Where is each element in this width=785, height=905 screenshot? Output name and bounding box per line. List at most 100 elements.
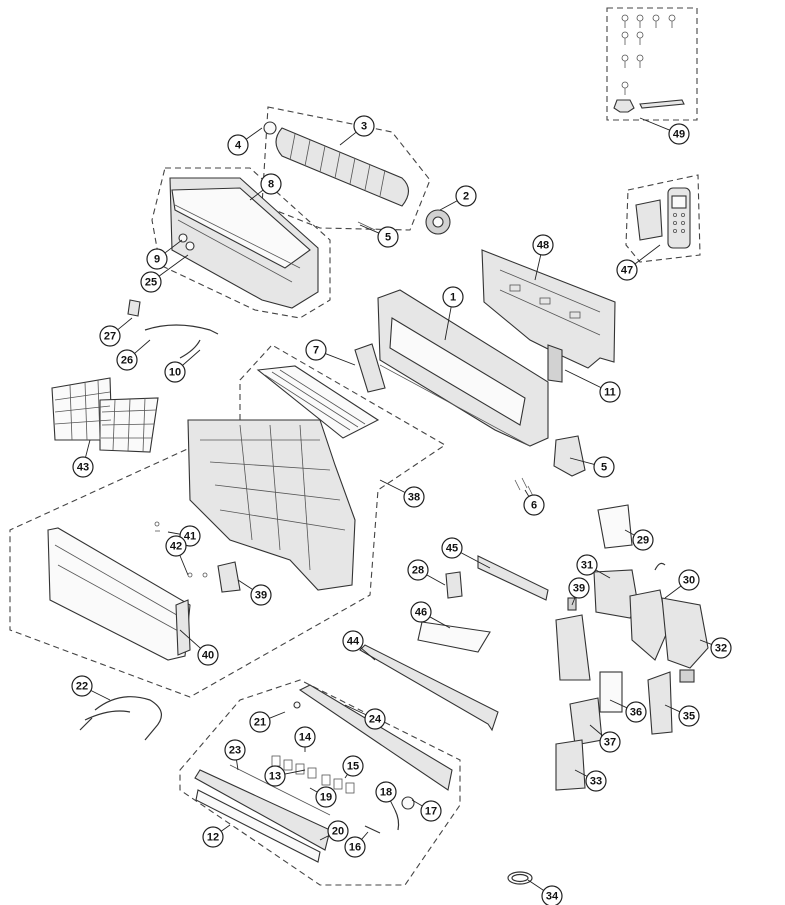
callout-number: 36 [630, 707, 642, 719]
leader-line [269, 711, 286, 719]
callout-43: 43 [72, 439, 94, 478]
callout-circle [342, 630, 364, 652]
callout-circle [407, 559, 429, 581]
callout-number: 13 [269, 771, 281, 783]
callout-circle [410, 601, 432, 623]
callout-21: 21 [249, 711, 286, 733]
callout-number: 37 [604, 737, 616, 749]
callout-number: 45 [446, 543, 458, 555]
leader-line [574, 769, 588, 777]
callout-45: 45 [441, 537, 491, 569]
callout-circle [165, 535, 187, 557]
leader-line [589, 724, 603, 736]
callout-39: 39 [568, 577, 590, 606]
leader-line [524, 489, 530, 497]
callout-24: 24 [344, 704, 386, 730]
callout-48: 48 [532, 234, 554, 281]
callout-number: 7 [313, 345, 319, 357]
callout-circle [568, 577, 590, 599]
callout-number: 24 [369, 714, 382, 726]
callout-circle [315, 786, 337, 808]
front-grille [47, 521, 241, 661]
leader-line [179, 555, 189, 576]
leader-line [429, 616, 451, 629]
leader-line [179, 629, 201, 649]
callout-number: 2 [463, 191, 469, 203]
callout-3: 3 [339, 115, 375, 146]
callout-18: 18 [375, 781, 397, 811]
leader-line [158, 254, 189, 277]
leader-line [249, 189, 264, 201]
callout-number: 4 [235, 140, 242, 152]
leader-line [319, 835, 330, 841]
louver-assembly [194, 684, 453, 863]
leader-line [164, 239, 183, 254]
callout-8: 8 [249, 173, 282, 201]
callout-number: 25 [145, 277, 157, 289]
callout-number: 15 [347, 761, 359, 773]
leader-line [220, 824, 231, 832]
callout-number: 47 [621, 265, 633, 277]
callout-number: 29 [637, 535, 649, 547]
air-filters [51, 377, 159, 453]
callout-circle [441, 537, 463, 559]
power-cable [79, 696, 162, 741]
callout-39: 39 [237, 579, 272, 606]
callout-circle [593, 456, 615, 478]
leader-line [569, 457, 595, 465]
callout-circle [632, 529, 654, 551]
callout-number: 39 [573, 583, 585, 595]
callout-12: 12 [202, 824, 231, 848]
callout-number: 5 [601, 462, 607, 474]
callout-circle [116, 349, 138, 371]
callout-circle [710, 637, 732, 659]
callout-number: 27 [104, 331, 116, 343]
leader-line [664, 704, 681, 713]
leader-line [426, 574, 446, 586]
callout-circle [599, 381, 621, 403]
leader-line [339, 131, 357, 146]
leader-line [595, 569, 611, 579]
leader-line [117, 317, 133, 331]
callout-number: 49 [673, 129, 685, 141]
callout-circle [327, 820, 349, 842]
callout-34: 34 [527, 879, 563, 905]
callout-circle [260, 173, 282, 195]
callout-circle [523, 494, 545, 516]
leader-line [134, 339, 151, 354]
callout-number: 26 [121, 355, 133, 367]
callout-number: 5 [385, 232, 391, 244]
callout-circle [249, 711, 271, 733]
callout-38: 38 [379, 479, 425, 508]
leader-line [167, 531, 181, 535]
callout-9: 9 [146, 239, 183, 270]
callout-number: 46 [415, 607, 427, 619]
callout-circle [353, 115, 375, 137]
callout-circle [678, 705, 700, 727]
callout-circle [344, 836, 366, 858]
callout-circle [403, 486, 425, 508]
bracket [354, 343, 386, 393]
callout-number: 10 [169, 367, 181, 379]
callout-46: 46 [410, 601, 451, 629]
callout-33: 33 [574, 769, 607, 792]
callout-circle [305, 339, 327, 361]
callout-2: 2 [439, 185, 477, 211]
callout-40: 40 [179, 629, 219, 666]
electrical-box [555, 504, 709, 791]
leader-line [344, 704, 367, 716]
leader-line [460, 552, 491, 569]
heat-exchanger-body [187, 365, 380, 591]
callout-circle [625, 701, 647, 723]
callout-number: 35 [683, 711, 695, 723]
sensor-wires [127, 299, 219, 359]
callout-circle [455, 185, 477, 207]
callout-20: 20 [319, 820, 349, 842]
callout-number: 6 [531, 500, 537, 512]
leader-line [325, 353, 356, 366]
front-panel [169, 177, 319, 309]
chassis [377, 289, 563, 447]
callout-circle [202, 826, 224, 848]
leader-line [664, 585, 682, 599]
